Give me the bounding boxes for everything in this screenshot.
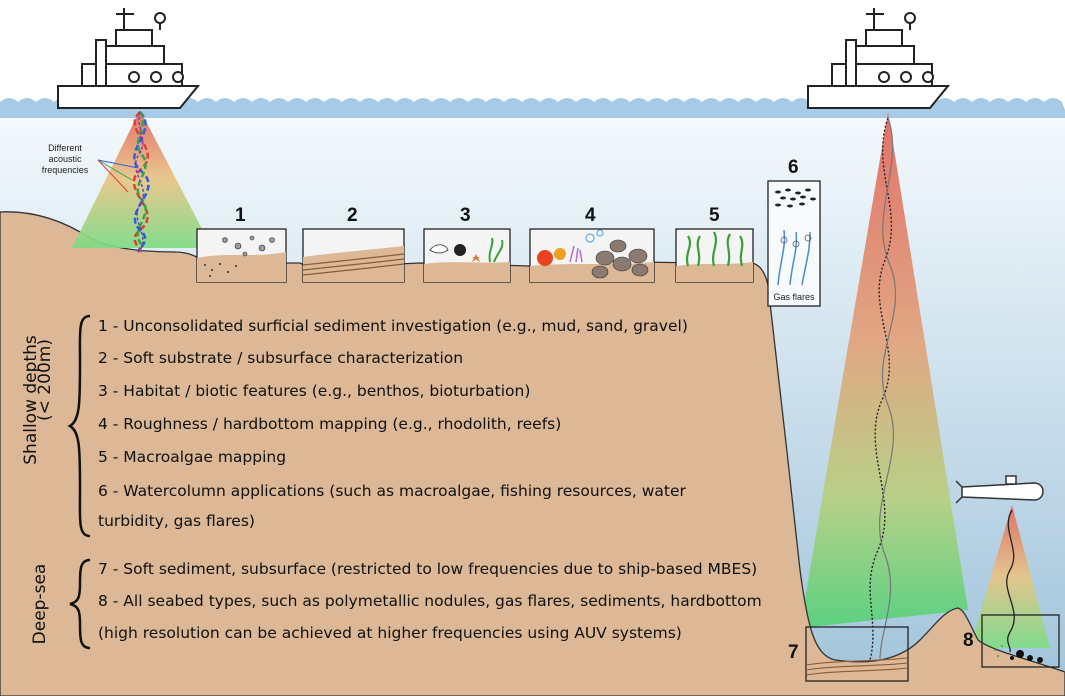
- panel-number-5: 5: [709, 205, 720, 226]
- panel-1-sediment: [196, 228, 287, 283]
- panel-number-8: 8: [963, 630, 974, 651]
- acoustic-pointer-3: [97, 159, 129, 193]
- panel-number-4: 4: [585, 205, 596, 226]
- list-item-2: 2 - Soft substrate / subsurface characte…: [98, 349, 464, 367]
- panel-6-watercolumn: [767, 180, 821, 307]
- list-item-8b: (high resolution can be achieved at high…: [98, 624, 682, 642]
- panel-2-layers: [302, 228, 405, 283]
- seabed: [0, 211, 1065, 696]
- shallow-sonar-beam: [72, 110, 212, 248]
- panel-5-macroalgae: [675, 228, 754, 283]
- list-item-8a: 8 - All seabed types, such as polymetall…: [98, 592, 762, 610]
- acoustic-frequencies-label: Different acoustic frequencies: [28, 143, 102, 176]
- auv-sonar-beam: [970, 505, 1050, 648]
- list-item-5: 5 - Macroalgae mapping: [98, 448, 287, 466]
- deep-sonar-beam: [800, 112, 968, 628]
- panel-number-3: 3: [460, 205, 471, 226]
- deep-beam-wave-dotted: [869, 117, 893, 661]
- acoustic-pointer-1: [97, 159, 139, 169]
- panel-3-habitat: [423, 228, 511, 283]
- panel-number-7: 7: [788, 642, 799, 663]
- acoustic-label-line-1: Different: [48, 143, 82, 153]
- panel-8-auv-seabed: [981, 614, 1060, 668]
- shallow-brace: [67, 314, 91, 538]
- shallow-wave-green: [136, 111, 147, 246]
- acoustic-pointer-2: [97, 159, 133, 181]
- ship-right: [807, 8, 951, 109]
- list-item-1: 1 - Unconsolidated surficial sediment in…: [98, 317, 688, 335]
- list-item-6a: 6 - Watercolumn applications (such as ma…: [98, 482, 686, 500]
- shallow-depths-range: (< 200m): [35, 339, 55, 421]
- auv-beam-wave: [1006, 509, 1015, 653]
- panel-number-6: 6: [788, 157, 799, 178]
- shallow-wave-blue: [133, 111, 150, 253]
- list-item-6b: turbidity, gas flares): [98, 512, 255, 530]
- panel-number-1: 1: [235, 205, 246, 226]
- panel-number-2: 2: [347, 205, 358, 226]
- auv-vehicle: [955, 475, 1044, 504]
- list-item-4: 4 - Roughness / hardbottom mapping (e.g.…: [98, 415, 562, 433]
- panel-4-hardbottom: [529, 228, 655, 283]
- gas-flares-label: Gas flares: [773, 292, 815, 302]
- acoustic-label-line-3: frequencies: [41, 165, 89, 175]
- ship-left: [57, 8, 201, 109]
- deep-brace: [69, 558, 91, 650]
- panel-7-deep-sediment: [805, 626, 909, 682]
- deep-sea-label: Deep-sea: [30, 563, 50, 645]
- shallow-wave-purple: [134, 111, 145, 251]
- list-item-3: 3 - Habitat / biotic features (e.g., ben…: [98, 382, 531, 400]
- sea-surface-waves: [0, 98, 1065, 118]
- deep-beam-wave-solid: [878, 117, 897, 661]
- list-item-7: 7 - Soft sediment, subsurface (restricte…: [98, 560, 758, 578]
- acoustic-label-line-2: acoustic: [48, 154, 82, 164]
